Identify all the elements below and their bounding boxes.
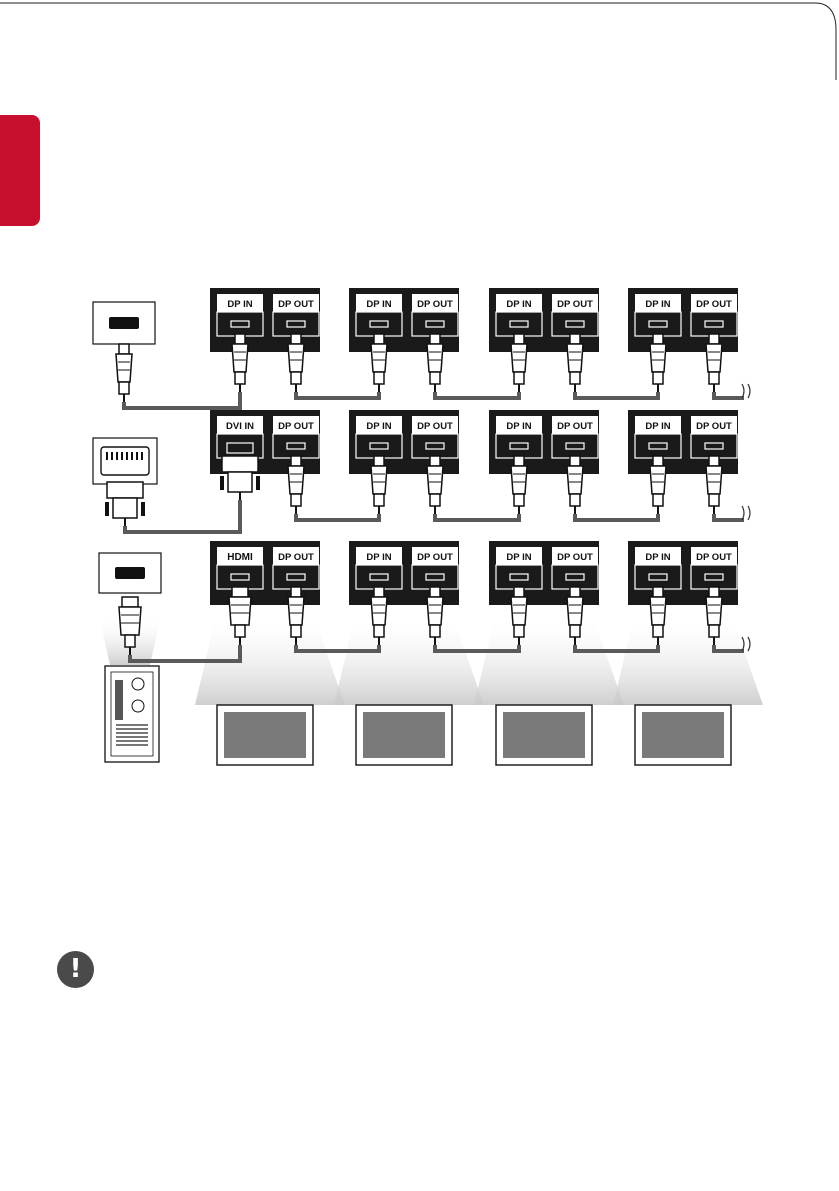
port-label-out: DP OUT: [696, 299, 732, 310]
source-port-dvi: [93, 438, 157, 484]
cable-monitor-2-to-3: [435, 392, 519, 398]
monitor-4: [635, 705, 731, 765]
note-exclamation-icon: !: [57, 951, 94, 988]
port-label-out: DP OUT: [696, 421, 732, 432]
monitor-3-input-panel-row-2: DP IN DP OUT: [489, 410, 599, 474]
light-beam-4: [613, 620, 763, 705]
port-label-out: DP OUT: [696, 552, 732, 563]
port-label-in: DP IN: [645, 421, 670, 432]
port-label-in: HDMI: [227, 552, 253, 563]
dp-in-plug-3: [511, 456, 527, 514]
dp-out-plug-1: [288, 587, 304, 645]
dp-out-plug-2: [427, 456, 443, 514]
monitor-2: [356, 705, 452, 765]
dp-out-plug-4: [706, 587, 722, 645]
port-label-out: DP OUT: [278, 421, 314, 432]
port-label-in: DP IN: [645, 552, 670, 563]
dp-out-plug-2: [427, 334, 443, 392]
dp-out-plug-1: [288, 334, 304, 392]
source-plug: [105, 482, 145, 526]
port-label-out: DP OUT: [557, 552, 593, 563]
port-label-out: DP OUT: [557, 421, 593, 432]
dp-in-plug-4: [650, 587, 666, 645]
monitor-4-input-panel-row-2: DP IN DP OUT: [628, 410, 738, 474]
cable-continue: [714, 392, 744, 398]
monitor-4-input-panel-row-1: DP IN DP OUT: [628, 288, 738, 352]
pc-tower: [105, 666, 159, 762]
monitor-3-input-panel-row-3: DP IN DP OUT: [489, 541, 599, 605]
port-label-out: DP OUT: [278, 552, 314, 563]
source-plug: [116, 344, 132, 402]
light-beam-2: [334, 620, 484, 705]
cable-continue: [714, 514, 744, 520]
input-plug: [232, 334, 248, 392]
dp-out-plug-3: [567, 587, 583, 645]
port-label-in: DP IN: [506, 299, 531, 310]
monitor-3-input-panel-row-1: DP IN DP OUT: [489, 288, 599, 352]
dp-out-plug-4: [706, 334, 722, 392]
monitor-1-input-panel-row-1: DP IN DP OUT: [210, 288, 320, 352]
dp-in-plug-2: [371, 334, 387, 392]
port-label-out: DP OUT: [278, 299, 314, 310]
port-label-in: DP IN: [506, 421, 531, 432]
cable-monitor-1-to-2: [296, 514, 379, 520]
port-label-in: DVI IN: [226, 421, 254, 432]
port-label-in: DP IN: [645, 299, 670, 310]
monitor-2-input-panel-row-3: DP IN DP OUT: [349, 541, 459, 605]
monitor-1-input-panel-row-3: HDMI DP OUT: [210, 541, 320, 605]
port-label-in: DP IN: [366, 299, 391, 310]
cable-monitor-1-to-2: [296, 392, 379, 398]
dp-in-plug-4: [650, 456, 666, 514]
light-beam-3: [474, 620, 624, 705]
dp-out-plug-4: [706, 456, 722, 514]
port-label-out: DP OUT: [417, 552, 453, 563]
break-mark: [742, 384, 750, 398]
monitor-1: [217, 705, 313, 765]
cable-monitor-3-to-4: [575, 392, 658, 398]
input-plug: [220, 456, 260, 500]
cable-monitor-2-to-3: [435, 514, 519, 520]
dp-in-plug-3: [511, 587, 527, 645]
break-mark: [742, 637, 750, 651]
port-label-in: DP IN: [366, 552, 391, 563]
monitor-4-input-panel-row-3: DP IN DP OUT: [628, 541, 738, 605]
monitor-3: [496, 705, 592, 765]
dp-in-plug-2: [371, 587, 387, 645]
dp-out-plug-3: [567, 334, 583, 392]
break-mark: [742, 506, 750, 520]
monitor-2-input-panel-row-2: DP IN DP OUT: [349, 410, 459, 474]
cable-monitor-3-to-4: [575, 514, 658, 520]
dp-out-plug-3: [567, 456, 583, 514]
dp-in-plug-2: [371, 456, 387, 514]
port-label-out: DP OUT: [557, 299, 593, 310]
dp-out-plug-2: [427, 587, 443, 645]
monitor-2-input-panel-row-1: DP IN DP OUT: [349, 288, 459, 352]
port-label-in: DP IN: [366, 421, 391, 432]
dp-in-plug-4: [650, 334, 666, 392]
source-port-hdmi: [99, 553, 161, 593]
cable-source-to-monitor-1: [124, 392, 240, 408]
port-label-out: DP OUT: [417, 421, 453, 432]
port-label-in: DP IN: [506, 552, 531, 563]
source-port-dp: [93, 302, 155, 344]
dp-out-plug-1: [288, 456, 304, 514]
port-label-in: DP IN: [227, 299, 252, 310]
port-label-out: DP OUT: [417, 299, 453, 310]
dp-in-plug-3: [511, 334, 527, 392]
